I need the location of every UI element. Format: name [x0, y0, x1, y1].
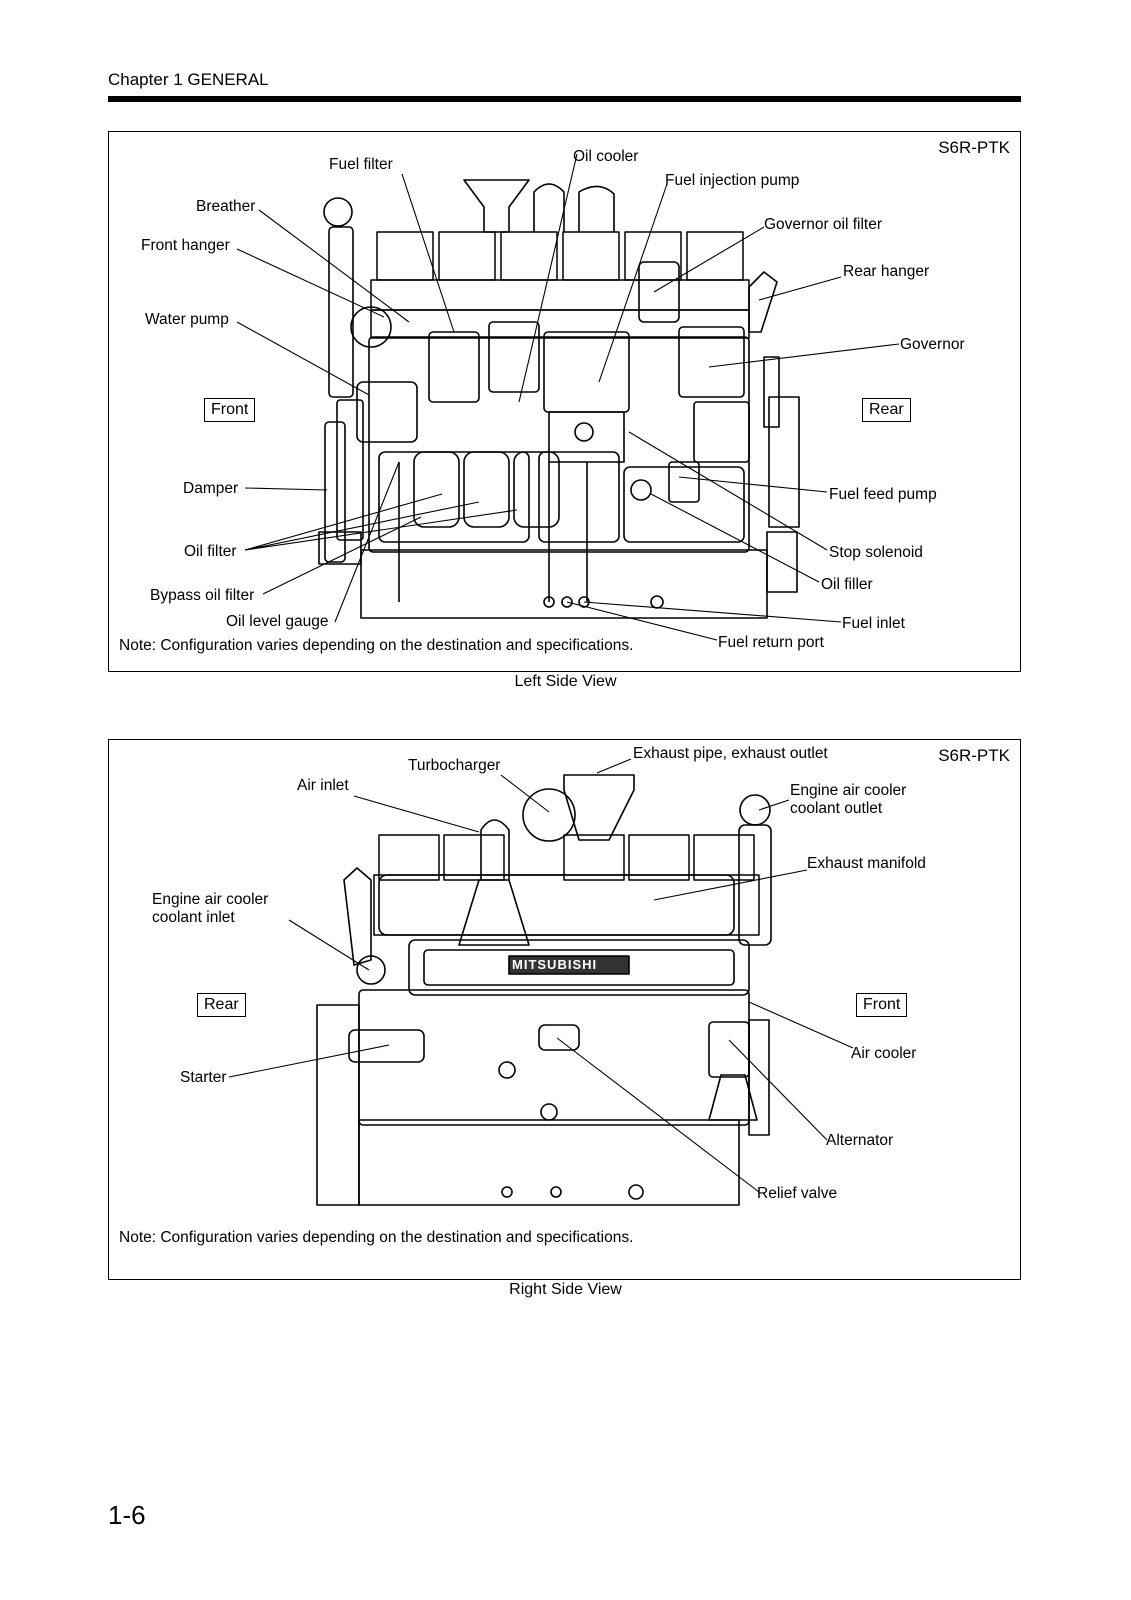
air-inlet-shape — [480, 819, 510, 880]
label-governor: Governor — [900, 336, 965, 353]
front-foot-shape — [318, 531, 362, 565]
label-exhaust-pipe: Exhaust pipe, exhaust outlet — [633, 745, 828, 762]
left-view-caption: Left Side View — [514, 673, 617, 690]
label-eac-coolant-outlet: Engine air cooler coolant outlet — [790, 782, 907, 817]
air-cooler-shape — [408, 939, 750, 996]
injection-pump-shape — [543, 331, 630, 413]
label-fuel-filter: Fuel filter — [329, 156, 393, 173]
oil-pan-shape — [360, 549, 768, 619]
label-rear-hanger: Rear hanger — [843, 263, 930, 280]
rear-orientation-box: Rear — [862, 398, 911, 422]
brand-plate: MITSUBISHI — [512, 957, 598, 972]
header-rule — [108, 96, 1021, 102]
rear-orientation-box: Rear — [197, 993, 246, 1017]
leader-lines — [228, 758, 854, 1193]
label-fuel-injection-pump: Fuel injection pump — [665, 172, 800, 189]
front-hanger-ring — [323, 197, 353, 227]
exhaust-manifold-shape — [378, 874, 735, 936]
label-damper: Damper — [183, 480, 239, 497]
rear-flywheel-shape — [316, 1004, 360, 1206]
label-fuel-inlet: Fuel inlet — [842, 615, 905, 632]
front-orientation-box: Front — [204, 398, 256, 422]
right-view-note: Note: Configuration varies depending on … — [119, 1229, 634, 1246]
label-oil-filler: Oil filler — [821, 576, 873, 593]
label-oil-filter: Oil filter — [184, 543, 237, 560]
model-code: S6R-PTK — [938, 138, 1010, 157]
label-stop-solenoid: Stop solenoid — [829, 544, 923, 561]
label-governor-oil-filter: Governor oil filter — [764, 216, 883, 233]
coolant-inlet-shape — [356, 955, 386, 985]
label-water-pump: Water pump — [145, 311, 229, 328]
label-breather: Breather — [196, 198, 256, 215]
label-oil-cooler: Oil cooler — [573, 148, 639, 165]
rear-hanger-shape — [748, 271, 778, 333]
label-relief-valve: Relief valve — [757, 1185, 838, 1202]
page-number: 1-6 — [108, 1500, 146, 1530]
model-code: S6R-PTK — [938, 746, 1010, 765]
right-engine-drawing — [228, 758, 854, 1206]
starter-shape — [348, 1029, 425, 1063]
label-starter: Starter — [180, 1069, 227, 1086]
left-side-view-panel: S6R-PTK Fuel filter Oil cooler Fuel inje… — [108, 131, 1021, 672]
label-air-inlet: Air inlet — [297, 777, 349, 794]
label-bypass-oil-filter: Bypass oil filter — [150, 587, 255, 604]
label-alternator: Alternator — [826, 1132, 894, 1149]
leader-lines — [236, 153, 900, 641]
front-orientation-box: Front — [856, 993, 908, 1017]
left-view-note: Note: Configuration varies depending on … — [119, 637, 634, 654]
label-air-cooler: Air cooler — [851, 1045, 917, 1062]
label-eac-coolant-inlet: Engine air cooler coolant inlet — [152, 891, 269, 926]
block-shape — [358, 989, 750, 1126]
left-engine-drawing — [236, 153, 900, 641]
alternator-shape — [708, 1021, 750, 1078]
damper-shape — [324, 421, 346, 563]
exhaust-outlet-shape — [463, 179, 530, 233]
label-exhaust-manifold: Exhaust manifold — [807, 855, 926, 872]
rear-foot-shape — [766, 531, 798, 593]
rocker-covers — [373, 834, 760, 936]
rocker-covers — [370, 231, 750, 339]
chapter-heading: Chapter 1 GENERAL — [108, 70, 269, 89]
right-side-view-panel: S6R-PTK Exhaust pipe, exhaust outlet Tur… — [108, 739, 1021, 1280]
turbocharger-shape — [522, 788, 576, 842]
label-oil-level-gauge: Oil level gauge — [226, 613, 329, 630]
label-front-hanger: Front hanger — [141, 237, 230, 254]
right-view-caption: Right Side View — [509, 1281, 622, 1298]
label-fuel-feed-pump: Fuel feed pump — [829, 486, 937, 503]
label-turbocharger: Turbocharger — [408, 757, 501, 774]
exhaust-outlet-shape — [563, 774, 635, 841]
label-fuel-return-port: Fuel return port — [718, 634, 824, 651]
governor-shape — [678, 326, 745, 398]
